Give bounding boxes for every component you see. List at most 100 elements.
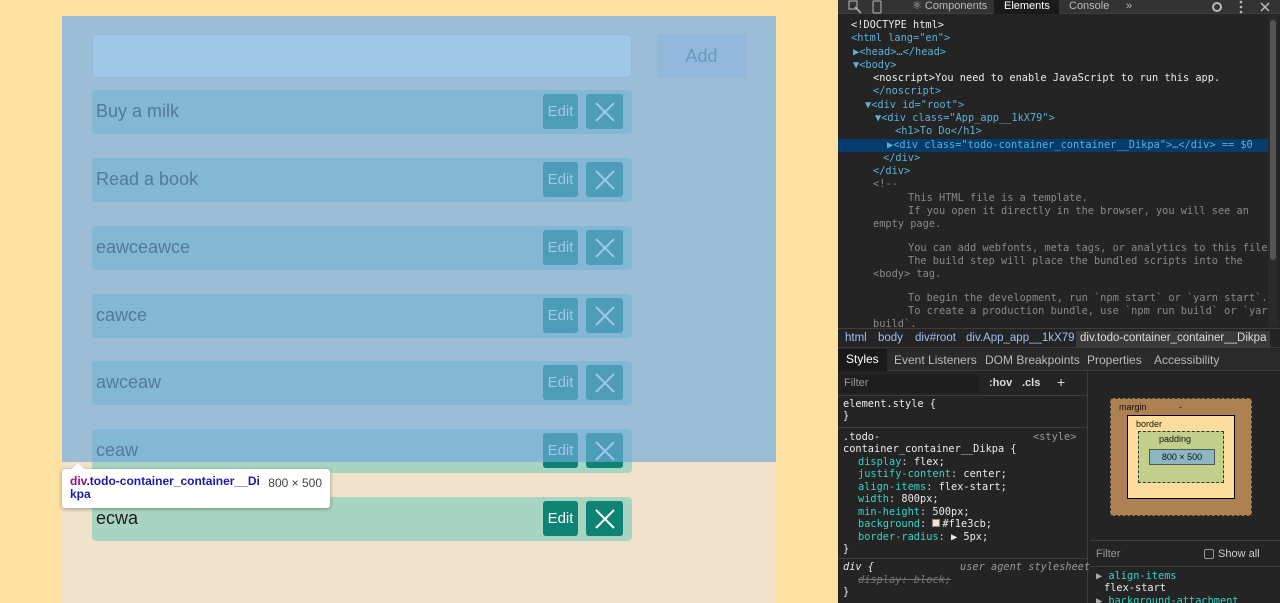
ua-declaration[interactable]: display: block; <box>858 574 951 586</box>
color-swatch[interactable] <box>932 519 941 527</box>
css-declaration[interactable]: border-radius: ▶ 5px; <box>858 531 989 543</box>
edit-button[interactable]: Edit <box>543 94 578 129</box>
box-model-content: 800 × 500 <box>1149 449 1215 465</box>
dom-node[interactable]: ▼<body> <box>853 59 897 71</box>
dom-comment: If you open it directly in the browser, … <box>908 205 1249 217</box>
tab-properties[interactable]: Properties <box>1087 353 1142 367</box>
dom-node[interactable]: <!DOCTYPE html> <box>851 19 944 31</box>
rule-source-link[interactable]: <style> <box>1033 431 1077 443</box>
breadcrumb-item[interactable]: div.App_app__1kX79 <box>966 332 1075 344</box>
computed-prop[interactable]: ▶ align-items <box>1096 570 1177 582</box>
styles-filter-input[interactable]: Filter <box>841 375 979 393</box>
delete-button[interactable] <box>586 230 623 265</box>
rule-selector[interactable]: container_container__Dikpa { <box>843 443 1017 455</box>
css-declaration[interactable]: display: flex; <box>858 456 945 468</box>
edit-button[interactable]: Edit <box>543 501 578 536</box>
delete-button[interactable] <box>586 298 623 333</box>
box-model-padding: padding 800 × 500 <box>1138 431 1224 483</box>
edit-button[interactable]: Edit <box>543 162 578 197</box>
todo-item: Buy a milk Edit <box>92 90 632 134</box>
ua-selector[interactable]: div { <box>843 561 874 573</box>
dom-node[interactable]: <html lang="en"> <box>851 32 951 44</box>
close-icon <box>594 305 615 326</box>
breadcrumb-item[interactable]: body <box>878 332 903 344</box>
todo-text: eawceawce <box>96 237 191 257</box>
tab-dom-breakpoints[interactable]: DOM Breakpoints <box>985 353 1080 367</box>
dom-node[interactable]: ▼<div class="App_app__1kX79"> <box>875 112 1055 124</box>
delete-button[interactable] <box>586 433 623 468</box>
computed-prop[interactable]: ▶ background-attachment <box>1096 595 1239 603</box>
inspect-element-icon[interactable] <box>848 0 862 14</box>
breadcrumb-item[interactable]: html <box>845 332 867 344</box>
css-declaration[interactable]: align-items: flex-start; <box>858 481 1007 493</box>
tab-styles[interactable]: Styles <box>838 349 887 371</box>
styles-subtabs: Styles Event Listeners DOM Breakpoints P… <box>838 349 1280 371</box>
add-rule-button[interactable]: + <box>1057 374 1066 390</box>
rule-brace: } <box>843 586 850 598</box>
dom-comment: <body> tag. <box>873 268 942 280</box>
edit-button[interactable]: Edit <box>543 433 578 468</box>
dom-node[interactable]: ▶<head>…</head> <box>853 46 946 58</box>
tooltip-size: 800 × 500 <box>268 476 322 490</box>
rule-selector[interactable]: .todo- <box>843 431 881 443</box>
todo-item: eawceawce Edit <box>92 226 632 270</box>
close-icon[interactable] <box>1258 0 1272 14</box>
dom-comment: build`. <box>873 318 917 327</box>
tab-event-listeners[interactable]: Event Listeners <box>894 353 977 367</box>
tab-elements[interactable]: Elements <box>994 0 1059 14</box>
box-model-border: border padding 800 × 500 <box>1127 415 1235 499</box>
css-declaration[interactable]: min-height: 500px; <box>858 506 970 518</box>
computed-filter-input[interactable]: Filter <box>1096 548 1121 560</box>
dom-comment[interactable]: <!-- <box>873 178 898 190</box>
delete-button[interactable] <box>586 501 623 536</box>
gear-icon[interactable] <box>1210 0 1224 14</box>
css-declaration[interactable]: background: #f1e3cb; <box>858 518 993 530</box>
edit-button[interactable]: Edit <box>543 365 578 400</box>
dom-node-selected[interactable]: ▶<div class="todo-container_container__D… <box>838 139 1268 152</box>
breadcrumb-item[interactable]: div#root <box>915 332 956 344</box>
delete-button[interactable] <box>586 365 623 400</box>
styles-filter-row: Filter :hov .cls + <box>838 372 1088 396</box>
todo-text: awceaw <box>96 372 162 392</box>
tab-accessibility[interactable]: Accessibility <box>1154 353 1220 367</box>
computed-pane: margin - border padding 800 × 500 Filter… <box>1090 372 1280 603</box>
breadcrumb-item-selected[interactable]: div.todo-container_container__Dikpa <box>1076 331 1271 347</box>
kebab-menu-icon[interactable] <box>1234 0 1248 14</box>
hov-button[interactable]: :hov <box>989 377 1013 389</box>
show-all-checkbox[interactable]: Show all <box>1204 548 1260 560</box>
add-todo-input[interactable] <box>92 34 632 78</box>
inspect-tooltip: div.todo-container_container__Dikpa 800 … <box>62 463 330 508</box>
tab-console[interactable]: Console <box>1069 0 1110 12</box>
delete-button[interactable] <box>586 94 623 129</box>
css-declaration[interactable]: justify-content: center; <box>858 468 1007 480</box>
close-icon <box>594 101 615 122</box>
dom-comment: To create a production bundle, use `npm … <box>908 305 1268 317</box>
todo-text: ceaw <box>96 440 139 460</box>
dom-comment: The build step will place the bundled sc… <box>908 255 1243 267</box>
more-tabs-button[interactable]: » <box>1126 0 1133 12</box>
dom-node[interactable]: </noscript> <box>873 85 942 97</box>
add-button[interactable]: Add <box>657 34 746 78</box>
todo-text: cawce <box>96 305 148 325</box>
edit-button[interactable]: Edit <box>543 230 578 265</box>
computed-value: flex-start <box>1104 582 1166 594</box>
close-icon <box>594 372 615 393</box>
todo-text: Buy a milk <box>96 101 180 121</box>
dom-node[interactable]: ▼<div id="root"> <box>865 99 965 111</box>
rule-brace: } <box>843 410 850 422</box>
close-icon <box>594 169 615 190</box>
tab-components[interactable]: ⚛ Components <box>912 0 988 12</box>
dom-node[interactable]: </div> <box>873 165 911 177</box>
cls-button[interactable]: .cls <box>1022 377 1041 389</box>
dom-node[interactable]: <h1>To Do</h1> <box>895 125 982 137</box>
dom-node[interactable]: <noscript>You need to enable JavaScript … <box>873 72 1221 84</box>
breadcrumb: html body div#root div.App_app__1kX79 di… <box>838 328 1280 348</box>
delete-button[interactable] <box>586 162 623 197</box>
todo-text: ecwa <box>96 508 139 528</box>
device-toolbar-icon[interactable] <box>870 0 884 14</box>
dom-scroll-thumb[interactable] <box>1270 20 1276 260</box>
edit-button[interactable]: Edit <box>543 298 578 333</box>
css-declaration[interactable]: width: 800px; <box>858 493 939 505</box>
element-style-rule[interactable]: element.style { <box>843 398 936 410</box>
dom-node[interactable]: </div> <box>883 152 921 164</box>
